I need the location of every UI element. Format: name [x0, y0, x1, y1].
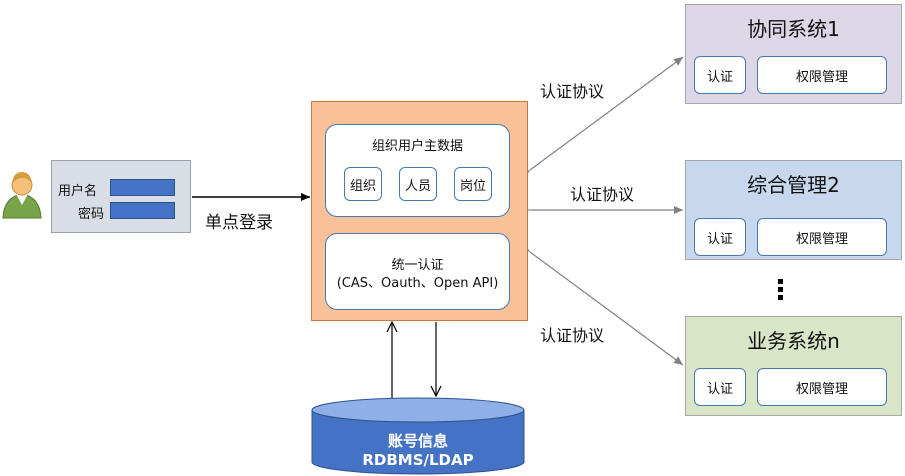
username-field[interactable]	[110, 179, 175, 196]
master-data-title: 组织用户主数据	[371, 139, 463, 154]
database-type: RDBMS/LDAP	[362, 451, 474, 469]
password-label: 密码	[78, 207, 105, 222]
system-title-3: 业务系统n	[747, 329, 840, 353]
password-field[interactable]	[110, 202, 175, 219]
database-title: 账号信息	[387, 432, 448, 450]
system-box-3: 业务系统n 认证 权限管理	[685, 316, 902, 416]
protocol-arrow-1	[520, 56, 684, 179]
protocol-arrow-3	[520, 243, 684, 366]
system-permission-2: 权限管理	[757, 218, 887, 256]
system-box-1: 协同系统1 认证 权限管理	[685, 4, 902, 104]
org-item: 组织	[344, 167, 382, 201]
unified-auth-panel: 统一认证 (CAS、Oauth、Open API)	[325, 233, 510, 310]
system-auth-2: 认证	[694, 218, 746, 256]
username-label: 用户名	[58, 184, 98, 199]
master-data-panel: 组织用户主数据 组织 人员 岗位	[325, 124, 510, 217]
unified-auth-title: 统一认证	[391, 258, 444, 273]
protocol-label-1: 认证协议	[540, 82, 605, 101]
position-item: 岗位	[454, 167, 492, 201]
login-panel: 用户名 密码	[51, 160, 191, 233]
core-platform: 组织用户主数据 组织 人员 岗位 统一认证 (CAS、Oauth、Open AP…	[311, 101, 528, 321]
system-auth-3: 认证	[694, 368, 746, 406]
sso-label: 单点登录	[205, 213, 273, 233]
system-permission-1: 权限管理	[757, 56, 887, 94]
system-title-1: 协同系统1	[747, 17, 840, 41]
user-icon	[2, 172, 42, 219]
more-systems-dots	[778, 279, 783, 300]
person-item: 人员	[399, 167, 437, 201]
protocol-label-2: 认证协议	[570, 185, 635, 204]
database-cylinder	[311, 397, 525, 475]
protocol-label-3: 认证协议	[540, 326, 605, 345]
system-auth-1: 认证	[694, 56, 746, 94]
system-permission-3: 权限管理	[757, 368, 887, 406]
system-box-2: 综合管理2 认证 权限管理	[685, 160, 902, 260]
system-title-2: 综合管理2	[747, 173, 840, 197]
unified-auth-protocols: (CAS、Oauth、Open API)	[336, 276, 499, 291]
